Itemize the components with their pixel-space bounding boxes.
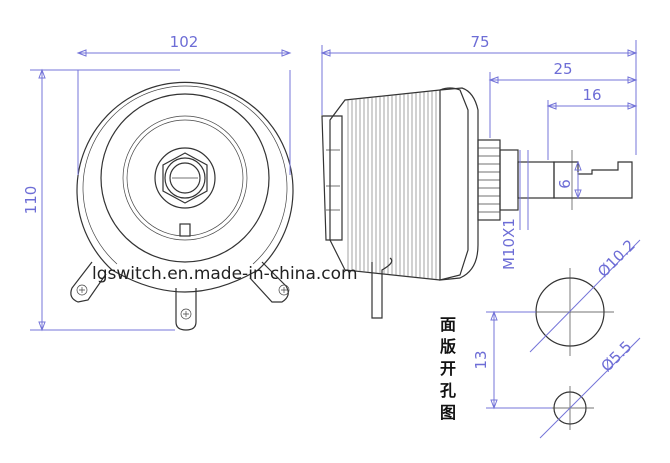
dim-hole-spacing: 13 (472, 350, 490, 369)
panel-label-1: 面 (440, 315, 456, 334)
dim-shaft-length: 25 (553, 60, 572, 78)
side-terminal (371, 257, 393, 319)
terminal-lug-left (70, 261, 107, 303)
dim-front-width: 102 (170, 33, 199, 51)
ribbed-housing (329, 87, 479, 281)
panel-label-5: 图 (440, 403, 456, 422)
body-ring (100, 93, 270, 263)
panel-label-2: 版 (439, 337, 456, 356)
dim-flat: 6 (556, 179, 574, 189)
mounting-clip (321, 115, 343, 241)
dim-hole-small: Ø5.5 (597, 337, 635, 375)
panel-cutout: 面 版 开 孔 图 Ø10.2 Ø5.5 13 (439, 236, 641, 439)
dim-total-length: 75 (470, 33, 489, 51)
panel-label-4: 孔 (440, 381, 456, 400)
outer-housing (76, 81, 294, 293)
dim-front-height: 110 (22, 186, 40, 215)
watermark-text: lgswitch.en.made-in-china.com (92, 264, 358, 284)
dim-shaft-tip: 16 (582, 86, 601, 104)
dim-thread: M10X1 (500, 218, 518, 270)
bushing-nut (154, 147, 216, 209)
hex-nut (162, 152, 208, 204)
panel-label-3: 开 (440, 359, 456, 378)
anti-rotation-pin (179, 223, 191, 237)
dim-hole-large: Ø10.2 (594, 236, 639, 281)
housing-ribs (347, 90, 437, 280)
terminal-lug-bottom (175, 288, 197, 331)
shaft-end (169, 162, 201, 194)
terminal-lug-right (249, 261, 290, 303)
front-view: 102 110 (22, 33, 294, 332)
side-view: 75 25 16 6 M10X1 (320, 33, 638, 319)
shaft (517, 161, 555, 199)
